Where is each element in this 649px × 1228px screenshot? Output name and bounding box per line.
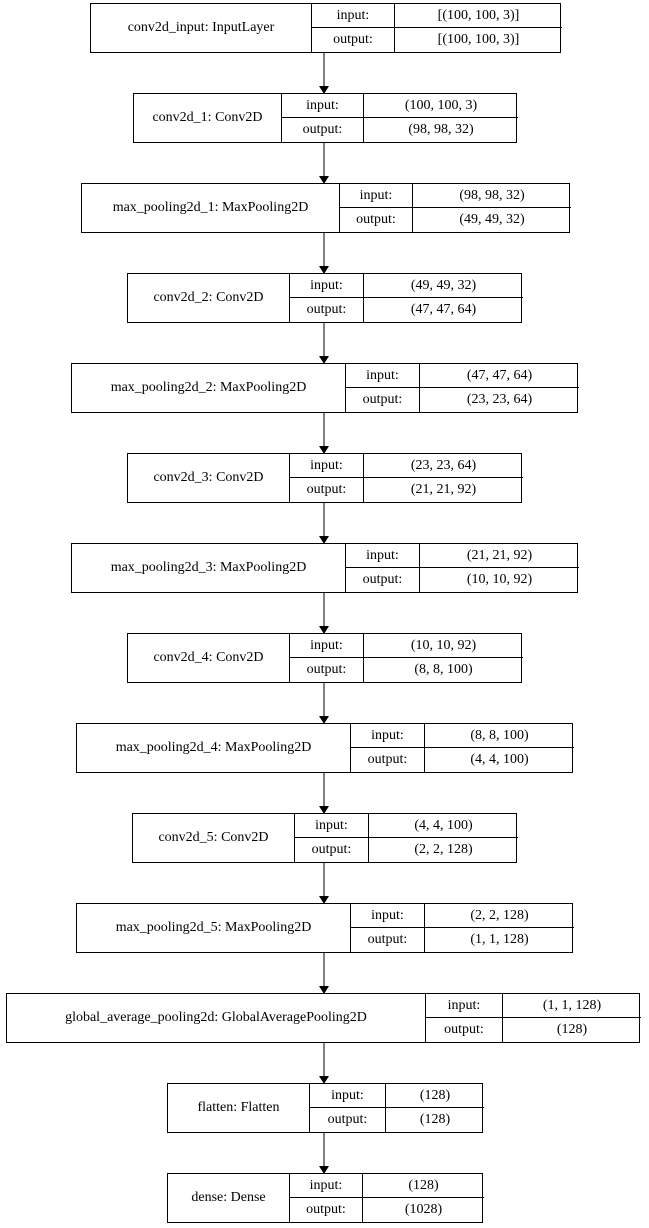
layer-name: global_average_pooling2d: GlobalAverageP…	[7, 994, 426, 1042]
output-label: output:	[290, 1198, 363, 1222]
output-label: output:	[282, 118, 364, 142]
output-shape: (23, 23, 64)	[466, 392, 533, 407]
layer-name: conv2d_2: Conv2D	[128, 274, 290, 322]
input-shape: (128)	[363, 1174, 484, 1198]
layer-node: global_average_pooling2d: GlobalAverageP…	[6, 993, 641, 1043]
input-label: input:	[346, 364, 420, 388]
input-label: input:	[346, 544, 420, 568]
layer-name: conv2d_4: Conv2D	[128, 634, 290, 682]
output-label: output:	[351, 928, 425, 952]
output-label: output:	[295, 838, 369, 862]
layer-name: max_pooling2d_2: MaxPooling2D	[72, 364, 346, 412]
input-label: input:	[282, 94, 364, 118]
input-shape: (21, 21, 92)	[420, 544, 579, 568]
layer-name: flatten: Flatten	[168, 1084, 310, 1132]
output-shape: (47, 47, 64)	[410, 302, 477, 317]
input-label: input:	[351, 904, 425, 928]
input-shape: (8, 8, 100)	[425, 724, 574, 748]
output-shape: (49, 49, 32)	[459, 212, 525, 227]
output-shape: (4, 4, 100)	[470, 752, 529, 767]
output-label: output:	[290, 478, 364, 502]
input-label: input:	[310, 1084, 386, 1108]
output-label: output:	[290, 658, 364, 682]
input-label: input:	[290, 274, 364, 298]
input-shape: (98, 98, 32)	[413, 184, 571, 208]
output-shape: (10, 10, 92)	[466, 572, 533, 587]
output-label: output:	[426, 1018, 503, 1042]
input-label: input:	[295, 814, 369, 838]
input-label: input:	[290, 1174, 363, 1198]
input-label: input:	[351, 724, 425, 748]
input-shape: (4, 4, 100)	[369, 814, 518, 838]
layer-name: conv2d_5: Conv2D	[133, 814, 295, 862]
input-shape: (10, 10, 92)	[364, 634, 523, 658]
output-label: output:	[290, 298, 364, 322]
input-shape: (2, 2, 128)	[425, 904, 574, 928]
input-label: input:	[312, 4, 395, 28]
layer-name: max_pooling2d_4: MaxPooling2D	[77, 724, 351, 772]
input-label: input:	[290, 634, 364, 658]
output-label: output:	[346, 388, 420, 412]
output-label: output:	[346, 568, 420, 592]
input-shape: (1, 1, 128)	[503, 994, 641, 1018]
output-shape: (128)	[556, 1022, 588, 1037]
layer-name: conv2d_1: Conv2D	[134, 94, 282, 142]
input-shape: (47, 47, 64)	[420, 364, 579, 388]
layer-name: dense: Dense	[168, 1174, 290, 1222]
input-label: input:	[426, 994, 503, 1018]
output-label: output:	[340, 208, 413, 232]
output-label: output:	[351, 748, 425, 772]
output-shape: (1, 1, 128)	[470, 932, 529, 947]
output-shape: (2, 2, 128)	[414, 842, 473, 857]
layer-name: max_pooling2d_3: MaxPooling2D	[72, 544, 346, 592]
input-shape: (128)	[386, 1084, 484, 1108]
layer-name: conv2d_3: Conv2D	[128, 454, 290, 502]
input-shape: (100, 100, 3)	[364, 94, 518, 118]
input-shape: (23, 23, 64)	[364, 454, 523, 478]
output-shape: (8, 8, 100)	[414, 662, 473, 677]
input-shape: (49, 49, 32)	[364, 274, 523, 298]
output-shape: (1028)	[404, 1202, 443, 1217]
output-shape: (128)	[419, 1112, 451, 1127]
output-shape: [(100, 100, 3)]	[437, 32, 520, 47]
input-label: input:	[340, 184, 413, 208]
output-label: output:	[310, 1108, 386, 1132]
layer-name: max_pooling2d_1: MaxPooling2D	[82, 184, 340, 232]
output-shape: (21, 21, 92)	[410, 482, 477, 497]
layer-name: conv2d_input: InputLayer	[91, 4, 312, 52]
output-shape: (98, 98, 32)	[408, 122, 474, 137]
input-shape: [(100, 100, 3)]	[395, 4, 562, 28]
layer-name: max_pooling2d_5: MaxPooling2D	[77, 904, 351, 952]
output-label: output:	[312, 28, 395, 52]
input-label: input:	[290, 454, 364, 478]
